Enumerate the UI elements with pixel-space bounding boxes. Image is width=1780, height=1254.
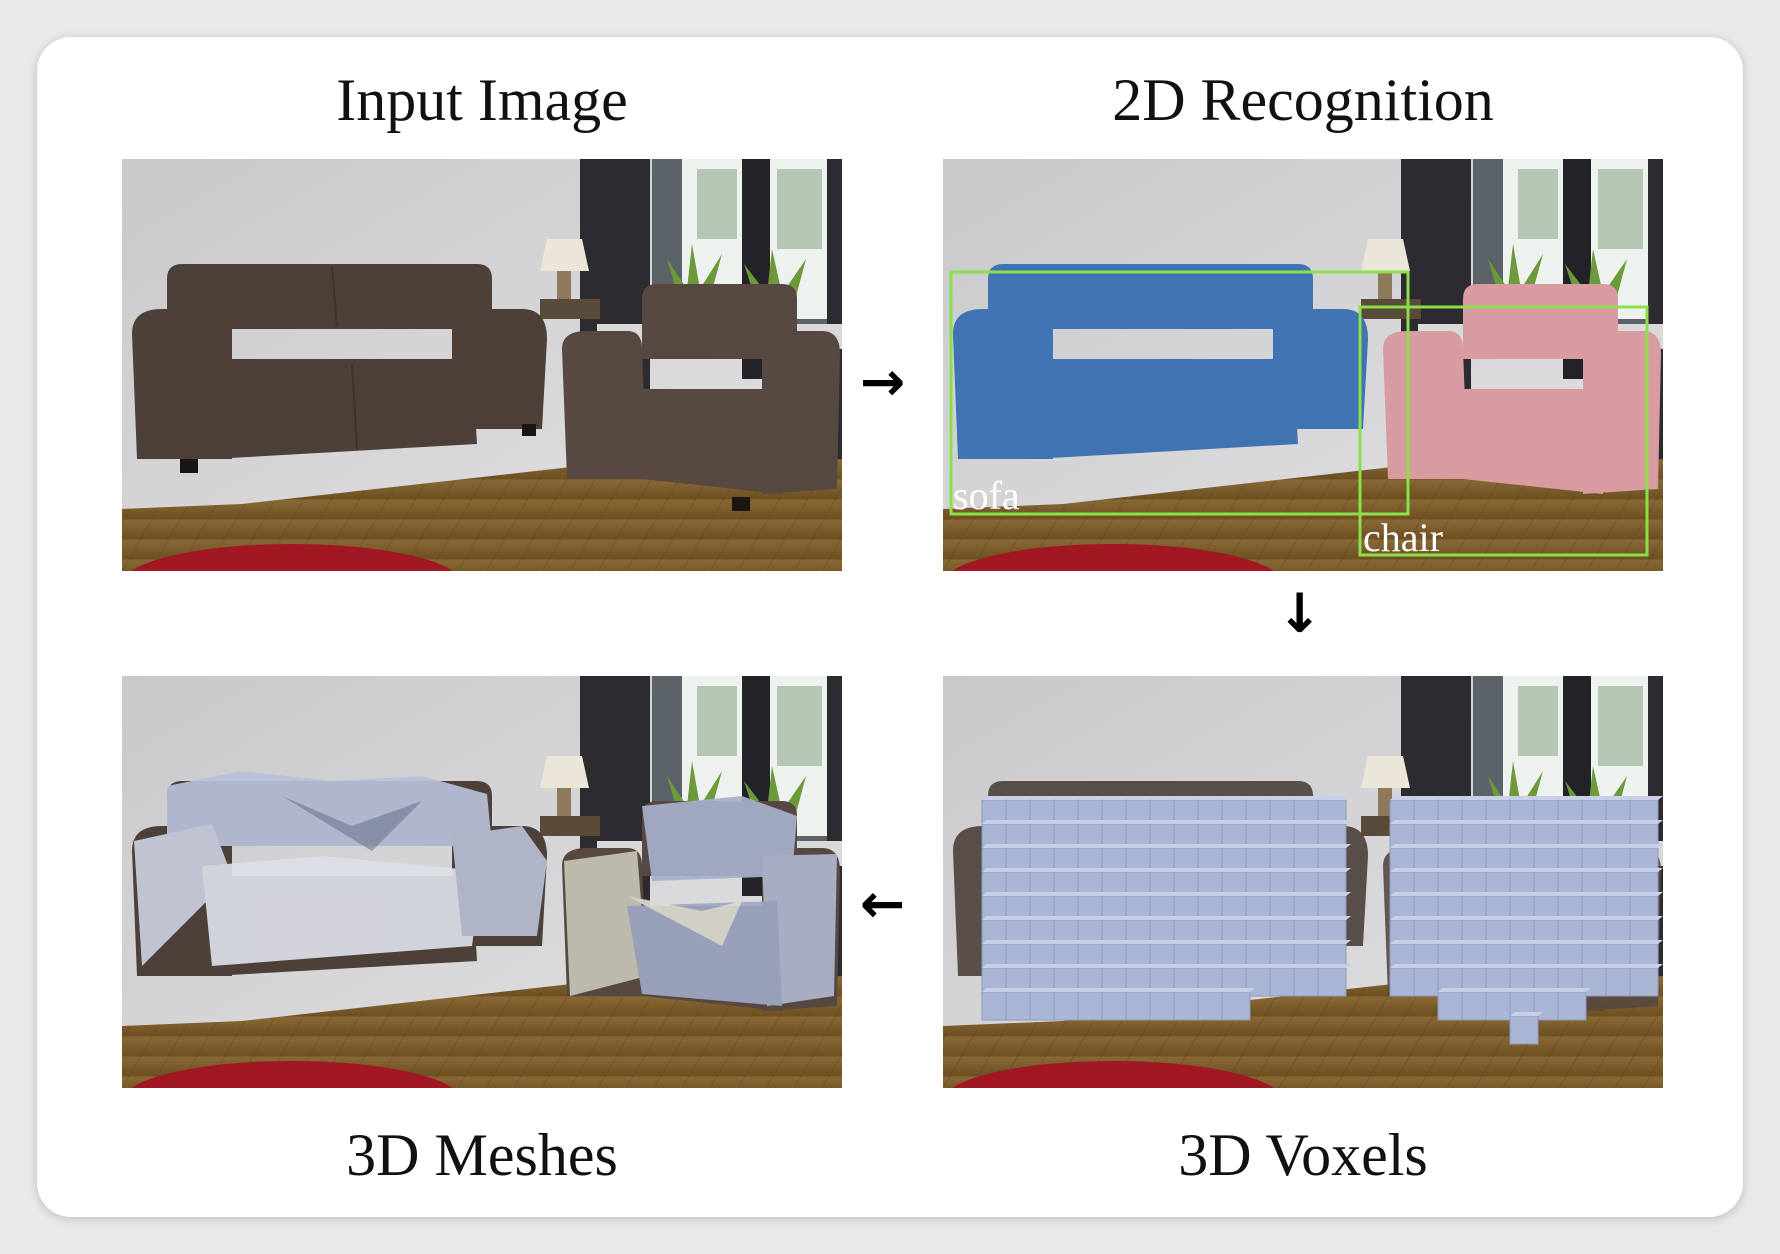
- meshes-panel: [122, 676, 842, 1088]
- voxel-cube: [1053, 988, 1087, 1021]
- voxel-cube: [1293, 964, 1327, 997]
- right-arrow-icon: →: [860, 350, 906, 413]
- sofa-bounding-box: [949, 270, 1410, 516]
- sofa-label: sofa: [953, 473, 1020, 518]
- voxel-cube: [1605, 916, 1639, 949]
- voxel-cube: [1029, 988, 1063, 1021]
- voxel-cube: [1557, 988, 1591, 1021]
- meshes-title: 3D Meshes: [346, 1122, 618, 1188]
- down-arrow-icon: ↓: [1277, 582, 1323, 645]
- voxel-cube: [1581, 964, 1615, 997]
- chair-bounding-box: [1358, 305, 1649, 557]
- left-arrow-icon: ←: [860, 872, 906, 935]
- voxels-title: 3D Voxels: [1178, 1122, 1428, 1188]
- input-image-title: Input Image: [336, 67, 628, 133]
- voxel-cube: [1221, 988, 1255, 1021]
- voxel-cube: [1173, 988, 1207, 1021]
- voxel-cube: [1317, 964, 1351, 997]
- chair-label: chair: [1363, 515, 1443, 560]
- voxel-cube: [1197, 988, 1231, 1021]
- voxel-cube: [1389, 964, 1423, 997]
- recognition-panel: sofa chair: [943, 159, 1663, 571]
- recognition-title: 2D Recognition: [1112, 67, 1494, 133]
- voxel-cube: [1605, 964, 1639, 997]
- input-image-panel: [122, 159, 842, 571]
- voxel-cube: [1437, 988, 1471, 1021]
- voxel-cube: [1149, 988, 1183, 1021]
- voxel-cube: [981, 988, 1015, 1021]
- voxel-cube: [1509, 1012, 1543, 1045]
- voxel-cube: [1629, 964, 1663, 997]
- voxel-cube: [1005, 988, 1039, 1021]
- voxel-cube: [1101, 988, 1135, 1021]
- voxel-cube: [1461, 988, 1495, 1021]
- voxels-panel: [943, 676, 1663, 1088]
- voxel-cube: [1077, 988, 1111, 1021]
